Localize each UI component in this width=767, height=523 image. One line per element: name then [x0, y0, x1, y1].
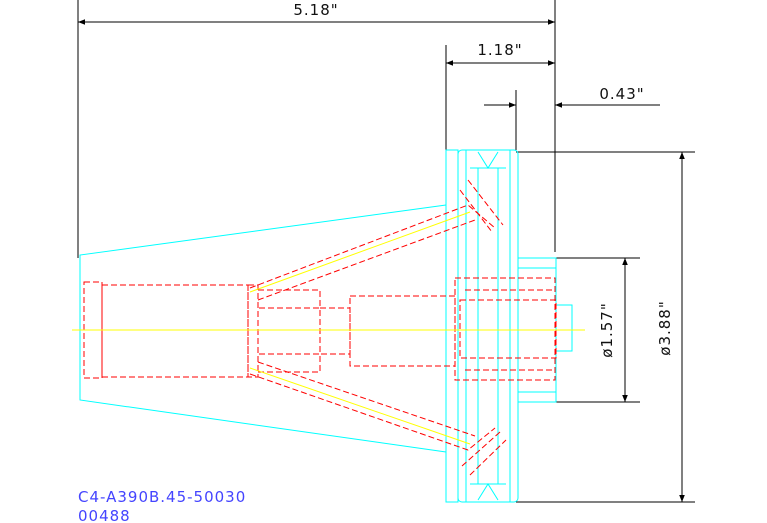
dim-flange-length: 1.18": [477, 41, 522, 59]
dim-pilot-diameter: ø1.57": [598, 302, 616, 357]
part-number: C4-A390B.45-50030: [78, 488, 246, 506]
dim-flange-diameter: ø3.88": [656, 300, 674, 355]
dim-pilot-length: 0.43": [599, 85, 644, 103]
dimension-lines: [77, 0, 695, 503]
hidden-lines: [83, 179, 557, 476]
part-code: 00488: [78, 507, 131, 523]
tool-holder-outline: [79, 149, 573, 503]
dim-overall-length: 5.18": [293, 1, 338, 19]
centerlines: [72, 211, 585, 445]
